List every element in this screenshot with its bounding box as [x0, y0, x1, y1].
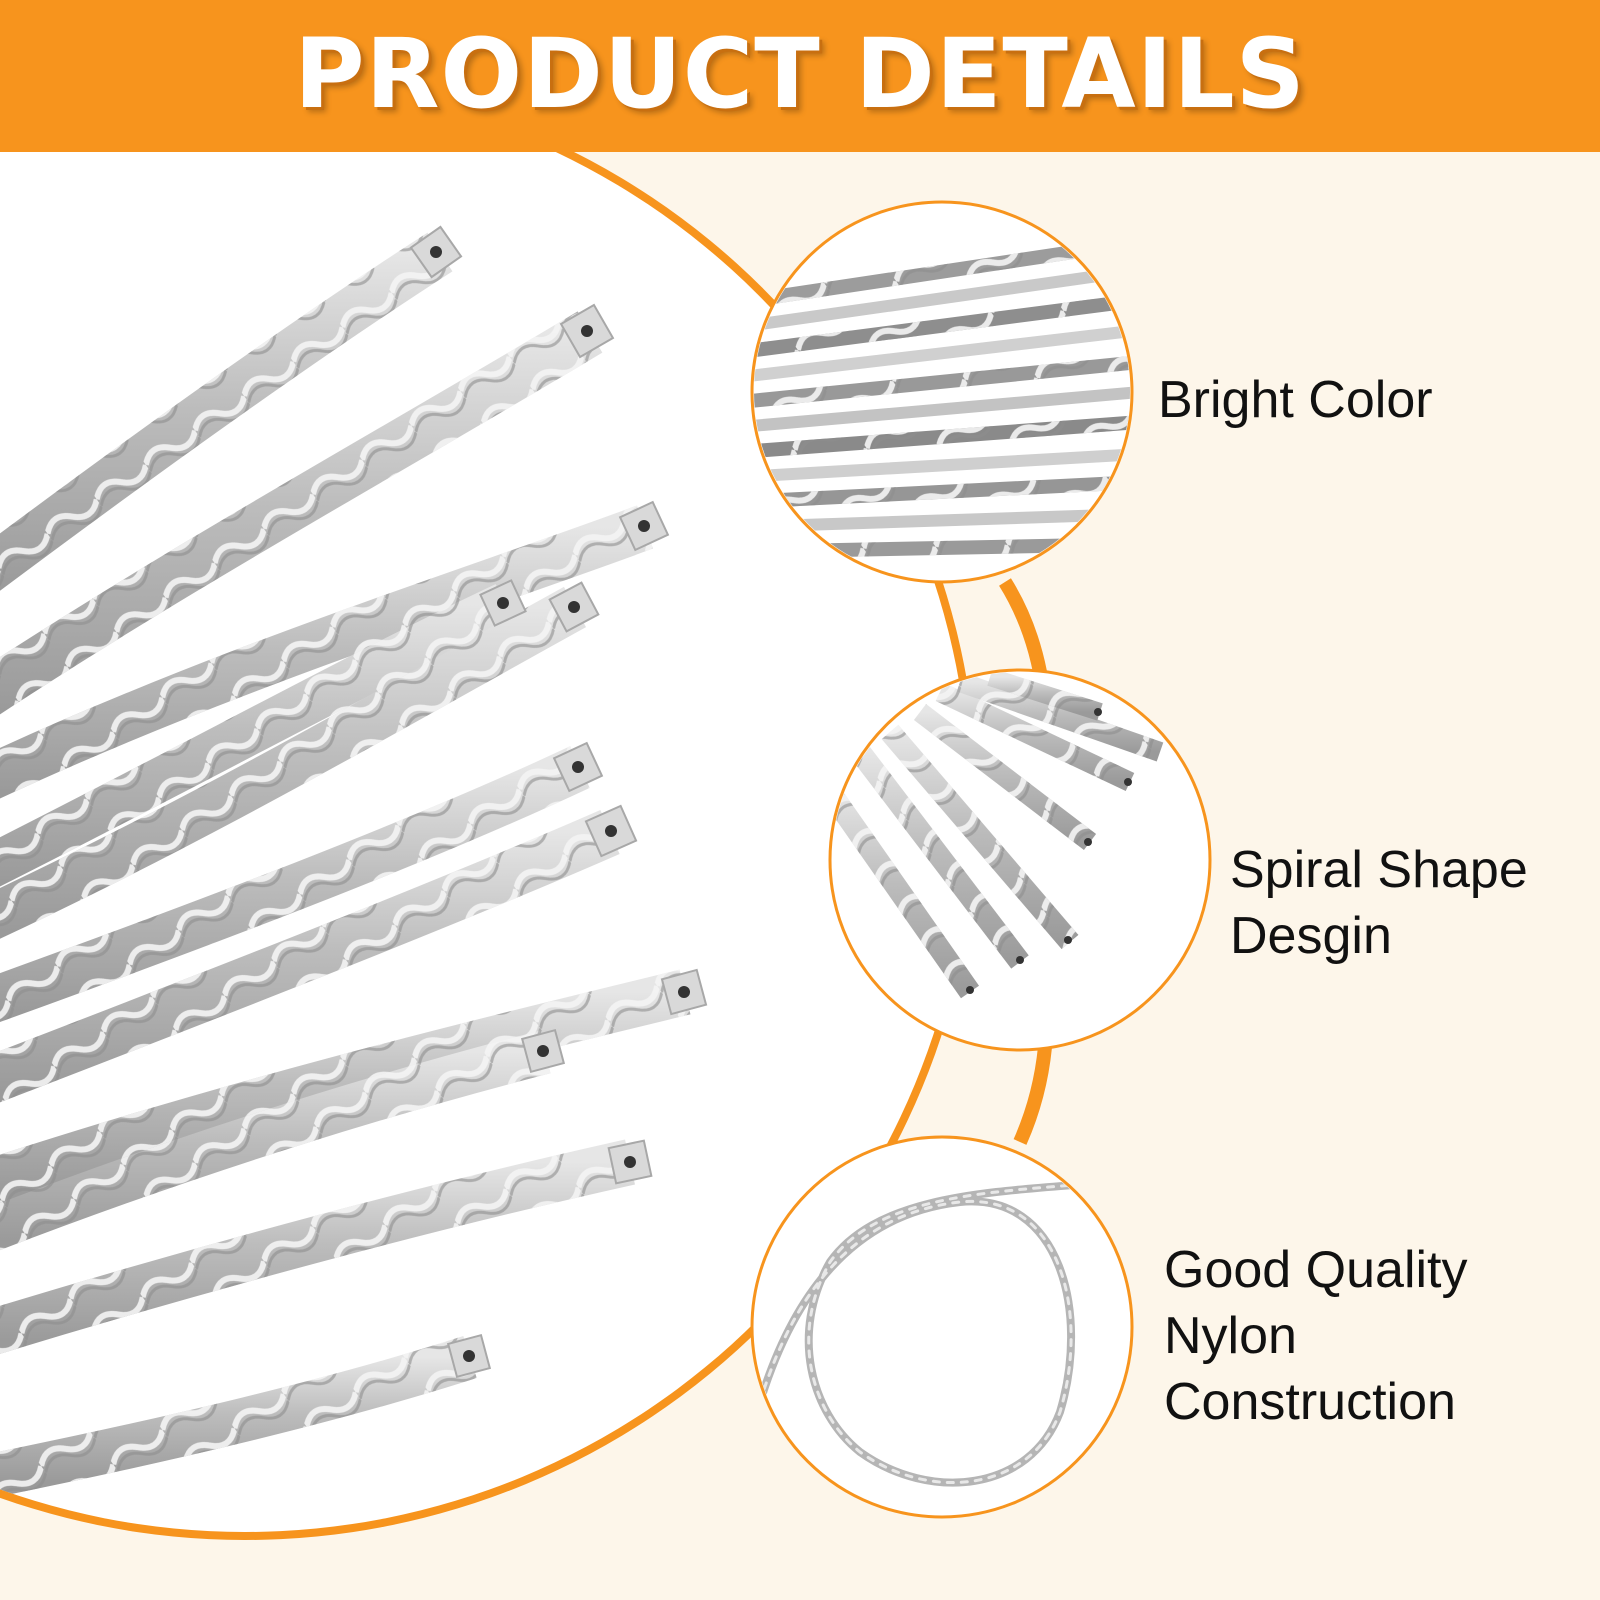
- feature-label-good-quality: Good Quality Nylon Construction: [1164, 1237, 1468, 1435]
- feature-label-bright-color: Bright Color: [1158, 367, 1433, 433]
- bright-color-closeup-image: [750, 200, 1134, 584]
- banner-title: PRODUCT DETAILS: [294, 18, 1306, 130]
- connector-arc-2: [1013, 1046, 1052, 1145]
- connector-arc-1: [999, 578, 1047, 674]
- spiral-shape-closeup-image: [828, 668, 1212, 1052]
- feature-label-spiral-shape: Spiral Shape Desgin: [1230, 837, 1528, 969]
- feature-label-line: Good Quality: [1164, 1241, 1468, 1299]
- nylon-loop-closeup-image: [750, 1135, 1134, 1519]
- feature-label-line: Bright Color: [1158, 371, 1433, 429]
- feature-label-line: Spiral Shape: [1230, 841, 1528, 899]
- trimmer-lines-main-image: [0, 225, 708, 1504]
- header-banner: PRODUCT DETAILS: [0, 0, 1600, 152]
- product-scene: Bright Color Spiral Shape Desgin Good Qu…: [0, 74, 1600, 1600]
- feature-label-line: Construction: [1164, 1373, 1456, 1431]
- scene-graphics: [0, 74, 1212, 1540]
- feature-label-line: Desgin: [1230, 907, 1392, 965]
- feature-label-line: Nylon: [1164, 1307, 1297, 1365]
